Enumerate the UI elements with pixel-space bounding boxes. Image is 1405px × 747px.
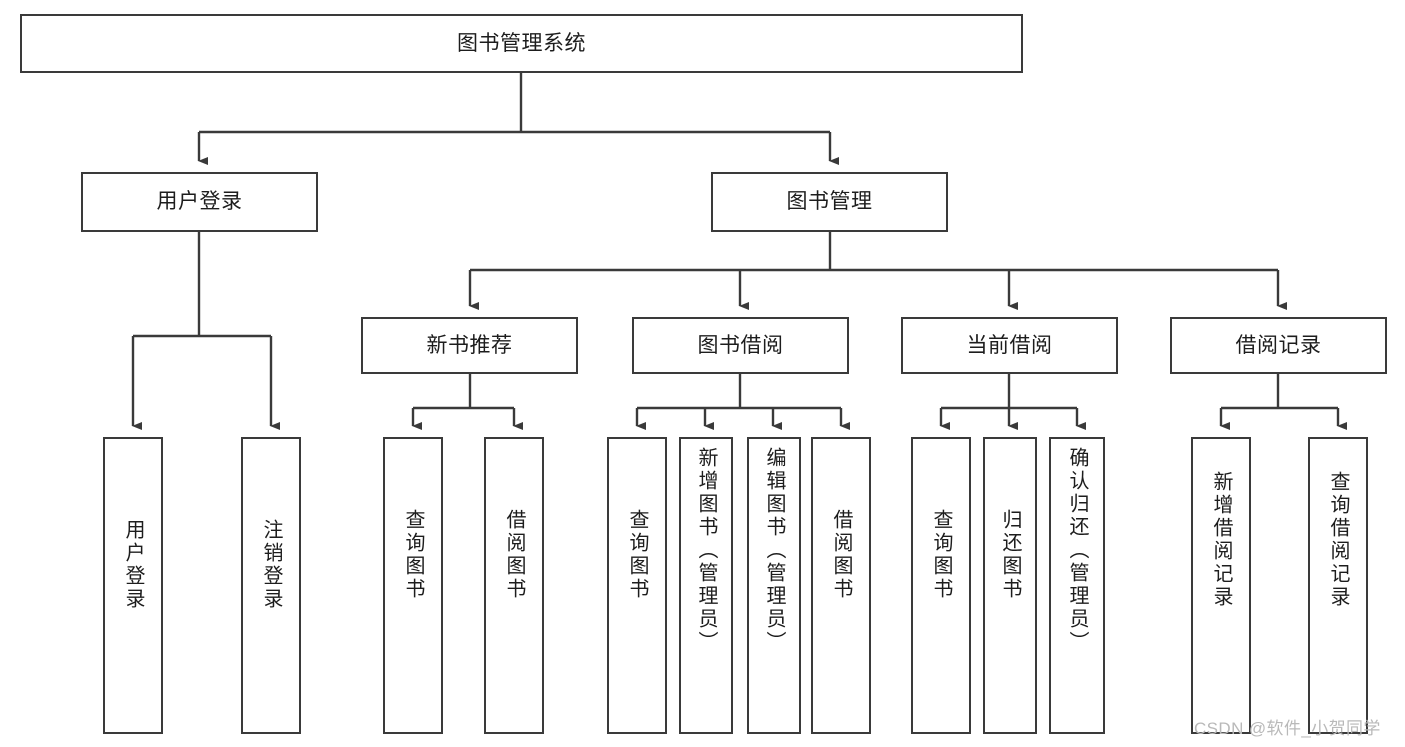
node-leaf-borrow-book-1-label: 借阅图书 (503, 509, 525, 601)
node-user-login[interactable]: 用户登录 (81, 172, 318, 232)
node-leaf-query-book-3[interactable]: 查询图书 (911, 437, 971, 734)
node-leaf-return-book-label: 归还图书 (999, 509, 1021, 601)
node-leaf-borrow-book-2-label: 借阅图书 (830, 509, 852, 601)
node-leaf-query-record[interactable]: 查询借阅记录 (1308, 437, 1368, 734)
node-leaf-add-book-label: 新增图书（管理员） (695, 447, 717, 654)
node-leaf-add-record-label: 新增借阅记录 (1210, 471, 1232, 609)
node-leaf-user-login-label: 用户登录 (122, 519, 144, 611)
node-leaf-return-book[interactable]: 归还图书 (983, 437, 1037, 734)
node-leaf-user-login[interactable]: 用户登录 (103, 437, 163, 734)
node-current-borrow[interactable]: 当前借阅 (901, 317, 1118, 374)
node-leaf-borrow-book-1[interactable]: 借阅图书 (484, 437, 544, 734)
node-leaf-add-record[interactable]: 新增借阅记录 (1191, 437, 1251, 734)
node-leaf-query-book-2[interactable]: 查询图书 (607, 437, 667, 734)
csdn-watermark: CSDN @软件_小贺同学 (1194, 719, 1381, 738)
node-current-borrow-label: 当前借阅 (966, 333, 1053, 357)
node-borrow-record-label: 借阅记录 (1235, 333, 1322, 357)
node-root[interactable]: 图书管理系统 (20, 14, 1023, 73)
node-leaf-query-book-1-label: 查询图书 (402, 509, 424, 601)
node-book-manage-label: 图书管理 (786, 190, 873, 214)
node-leaf-add-book[interactable]: 新增图书（管理员） (679, 437, 733, 734)
node-leaf-query-book-3-label: 查询图书 (930, 509, 952, 601)
node-leaf-query-record-label: 查询借阅记录 (1327, 471, 1349, 609)
node-leaf-query-book-1[interactable]: 查询图书 (383, 437, 443, 734)
node-leaf-logout[interactable]: 注销登录 (241, 437, 301, 734)
node-root-label: 图书管理系统 (457, 31, 586, 55)
node-new-book-rec[interactable]: 新书推荐 (361, 317, 578, 374)
node-book-borrow-label: 图书借阅 (697, 333, 784, 357)
node-leaf-edit-book[interactable]: 编辑图书（管理员） (747, 437, 801, 734)
node-leaf-edit-book-label: 编辑图书（管理员） (763, 447, 785, 654)
node-book-borrow[interactable]: 图书借阅 (632, 317, 849, 374)
node-borrow-record[interactable]: 借阅记录 (1170, 317, 1387, 374)
node-leaf-borrow-book-2[interactable]: 借阅图书 (811, 437, 871, 734)
node-book-manage[interactable]: 图书管理 (711, 172, 948, 232)
node-leaf-query-book-2-label: 查询图书 (626, 509, 648, 601)
node-leaf-confirm-return[interactable]: 确认归还（管理员） (1049, 437, 1105, 734)
node-new-book-rec-label: 新书推荐 (426, 333, 513, 357)
node-leaf-logout-label: 注销登录 (260, 519, 282, 611)
node-user-login-label: 用户登录 (156, 190, 243, 214)
node-leaf-confirm-return-label: 确认归还（管理员） (1066, 447, 1088, 654)
